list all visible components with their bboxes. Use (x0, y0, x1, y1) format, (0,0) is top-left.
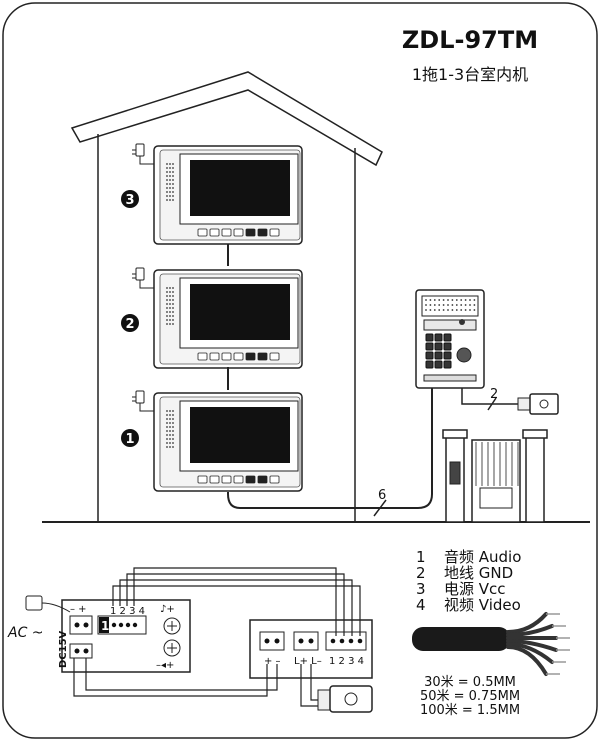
port-marker: 1 (101, 619, 109, 633)
signal-wires (73, 567, 361, 707)
model-title: ZDL-97TM (402, 26, 538, 54)
outdoor-pin-labels: 1 2 3 4 (329, 656, 364, 667)
dc-voltage-label: DC15V (58, 630, 69, 668)
power-terminal-label: + – (264, 656, 281, 667)
svg-text:3: 3 (125, 193, 134, 208)
camera-lens-icon (459, 319, 465, 325)
keypad-key (443, 342, 452, 351)
cable-wire (506, 612, 548, 634)
wiring-legend: 1 音频 Audio 2 地线 GND 3 电源 Vcc 4 视频 Video (416, 548, 521, 614)
subtitle: 1拖1-3台室内机 (412, 65, 528, 84)
wire-count-6: 6 (378, 488, 386, 503)
electric-lock-small (317, 685, 373, 713)
house (70, 71, 383, 522)
monitor-screen (190, 284, 290, 340)
keypad-key (425, 333, 434, 342)
legend-text: 视频 Video (444, 596, 521, 614)
cable-wire (506, 645, 548, 676)
cable-spec-line: 50米 = 0.75MM (420, 689, 520, 704)
keypad-key (434, 360, 443, 369)
plug-icon (135, 267, 145, 281)
indoor-monitors (132, 143, 303, 492)
floor-marker-1: 1 (121, 429, 139, 447)
cable-wire (506, 639, 558, 652)
keypad-key (443, 351, 452, 360)
board-pin-labels: 1 2 3 4 (110, 606, 145, 617)
svg-text:1: 1 (125, 432, 134, 447)
legend-text: 地线 GND (444, 564, 513, 582)
wire-count-tick-6 (373, 499, 387, 517)
indoor-monitor (132, 390, 303, 492)
cable-outdoor-to-indoor (227, 388, 433, 509)
cable-wire (506, 624, 554, 637)
keypad-key (443, 333, 452, 342)
plug-icon (135, 143, 145, 157)
keypad-key (434, 333, 443, 342)
gate (442, 429, 548, 523)
cable-spec-line: 100米 = 1.5MM (420, 703, 520, 718)
keypad-key (425, 351, 434, 360)
plug-icon (135, 390, 145, 404)
monitor-screen (190, 407, 290, 463)
cable-spec-line: 30米 = 0.5MM (424, 675, 516, 690)
floor-marker-2: 2 (121, 314, 139, 332)
keypad-key (425, 360, 434, 369)
indoor-terminal-board: – + 1 2 3 4 DC15V 1 ♪+ –◂+ (58, 599, 191, 673)
electric-lock (517, 393, 559, 415)
wire-count-2: 2 (490, 387, 498, 402)
cable-outdoor-to-lock (461, 388, 522, 405)
keypad-key (443, 360, 452, 369)
lock-terminal-label: L+ L– (294, 656, 322, 667)
outdoor-station (415, 289, 485, 389)
legend-text: 音频 Audio (444, 548, 521, 566)
svg-text:2: 2 (125, 317, 134, 332)
cable-illustration (412, 612, 570, 676)
indoor-monitor (132, 143, 303, 245)
ac-label: AC ~ (7, 625, 44, 641)
music-terminal-label: ♪+ (160, 604, 175, 615)
monitor-screen (190, 160, 290, 216)
keypad-key (434, 342, 443, 351)
call-button-icon (456, 347, 472, 363)
indoor-monitor (132, 267, 303, 369)
legend-text: 电源 Vcc (444, 580, 506, 598)
legend-number: 1 (416, 548, 426, 566)
ac-adapter: AC ~ (7, 595, 71, 641)
keypad-key (425, 342, 434, 351)
floor-marker-3: 3 (121, 190, 139, 208)
legend-number: 3 (416, 580, 426, 598)
board-minus-plus: – + (70, 604, 87, 615)
legend-number: 4 (416, 596, 426, 614)
minus-plus-right-label: –◂+ (156, 660, 174, 671)
legend-number: 2 (416, 564, 426, 582)
cable-wire (506, 642, 554, 664)
wire-count-tick-2 (487, 397, 497, 411)
keypad-key (434, 351, 443, 360)
